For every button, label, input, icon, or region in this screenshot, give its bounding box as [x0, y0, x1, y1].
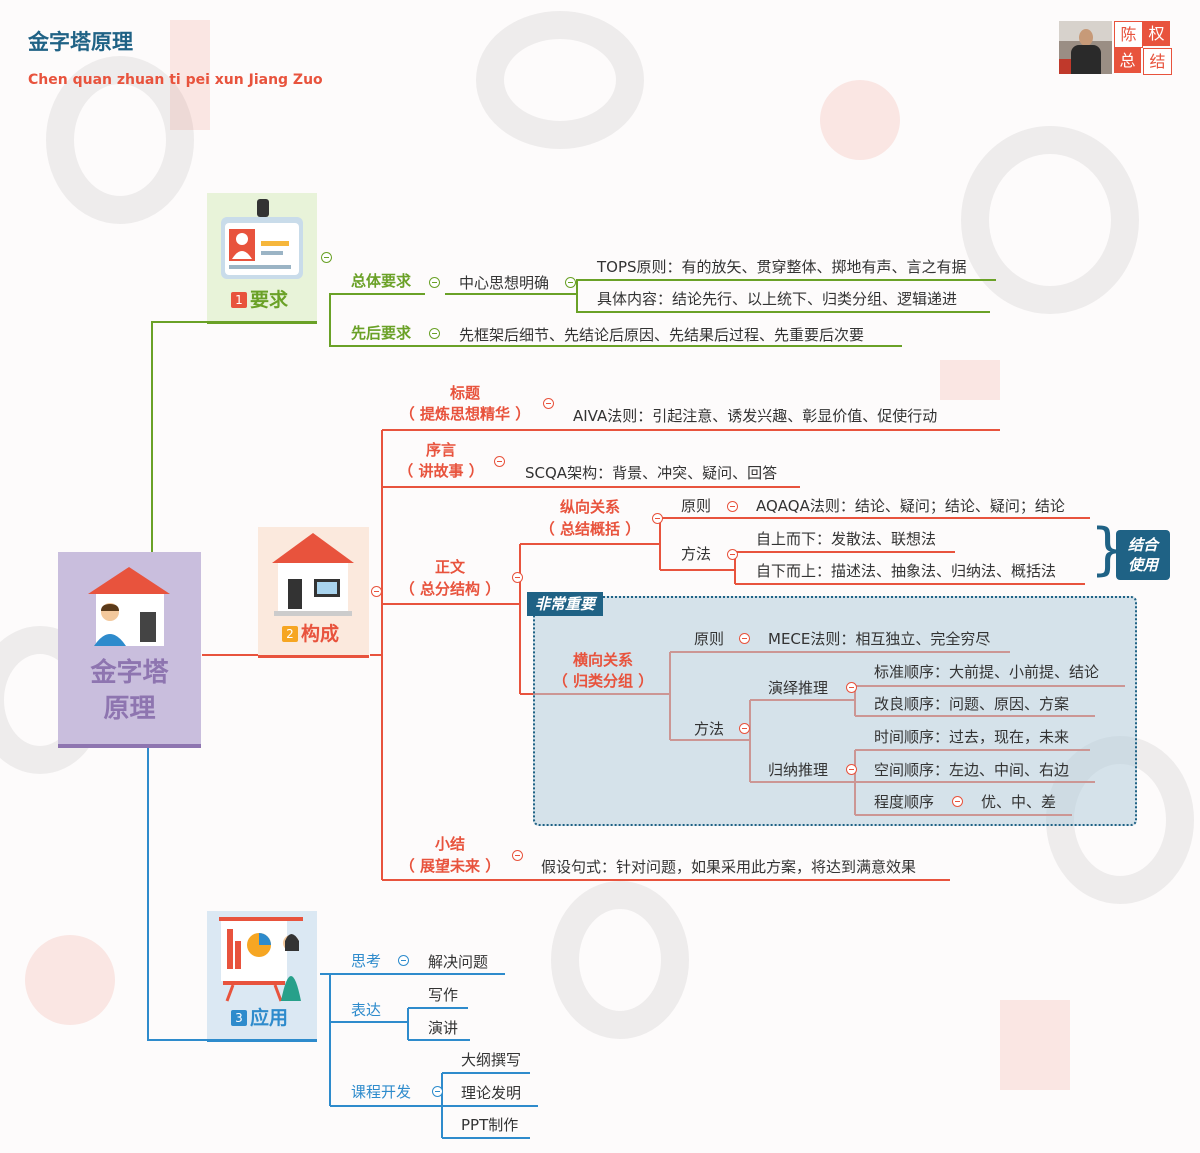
theory-invention[interactable]: 理论发明 — [461, 1084, 522, 1102]
preface-node-line1[interactable]: 序言 — [425, 441, 456, 459]
degree-order-values[interactable]: 优、中、差 — [981, 793, 1057, 811]
very-important-box — [533, 596, 1137, 826]
solve-problem[interactable]: 解决问题 — [428, 953, 489, 971]
author-char-3: 总 — [1114, 48, 1141, 73]
collapse-toggle-induction[interactable] — [846, 764, 857, 775]
author-photo — [1059, 21, 1112, 74]
collapse-toggle-vertical[interactable] — [652, 513, 663, 524]
branch-requirements[interactable]: 1 要求 — [207, 193, 317, 324]
body-node-line1[interactable]: 正文 — [434, 558, 465, 576]
root-title-line2: 原理 — [103, 694, 156, 724]
collapse-toggle-composition[interactable] — [371, 586, 382, 597]
deduction-label[interactable]: 演绎推理 — [768, 679, 829, 697]
horizontal-principle-label[interactable]: 原则 — [694, 630, 725, 648]
outline-writing[interactable]: 大纲撰写 — [461, 1051, 522, 1069]
space-order[interactable]: 空间顺序：左边、中间、右边 — [874, 761, 1070, 779]
think-label[interactable]: 思考 — [351, 952, 382, 970]
title-node-line2[interactable]: （ 提炼思想精华 ） — [399, 405, 531, 423]
course-development-label[interactable]: 课程开发 — [351, 1083, 412, 1101]
vertical-method-label[interactable]: 方法 — [681, 545, 712, 563]
page-title: 金字塔原理 — [28, 30, 133, 54]
branch-number-badge: 1 — [231, 292, 247, 308]
vertical-principle-label[interactable]: 原则 — [681, 497, 712, 515]
body-node-line2[interactable]: （ 总分结构 ） — [399, 580, 501, 598]
writing[interactable]: 写作 — [428, 986, 459, 1004]
collapse-toggle-vertical-method[interactable] — [727, 549, 738, 560]
collapse-toggle-deduction[interactable] — [846, 682, 857, 693]
improved-order[interactable]: 改良顺序：问题、原因、方案 — [874, 695, 1070, 713]
hypothesis-sentence[interactable]: 假设句式：针对问题，如果采用此方案，将达到满意效果 — [541, 858, 917, 876]
house-icon — [272, 533, 354, 616]
induction-label[interactable]: 归纳推理 — [768, 761, 829, 779]
degree-order[interactable]: 程度顺序 — [874, 793, 935, 811]
speech[interactable]: 演讲 — [428, 1019, 459, 1037]
author-char-4: 结 — [1143, 48, 1172, 75]
root-title-line1: 金字塔 — [90, 658, 169, 688]
bottom-up-method[interactable]: 自下而上：描述法、抽象法、归纳法、概括法 — [756, 562, 1057, 580]
collapse-toggle-vertical-principle[interactable] — [727, 501, 738, 512]
collapse-toggle-general[interactable] — [429, 277, 440, 288]
horizontal-node-line1[interactable]: 横向关系 — [572, 651, 633, 669]
specific-content[interactable]: 具体内容：结论先行、以上统下、归类分组、逻辑递进 — [597, 290, 958, 308]
branch-composition[interactable]: 2 构成 — [258, 527, 369, 658]
horizontal-node-line2[interactable]: （ 归类分组 ） — [552, 672, 654, 690]
vertical-node-line2[interactable]: （ 总结概括 ） — [539, 520, 641, 538]
branch-application[interactable]: 3 应用 — [207, 911, 317, 1042]
aqaqa-rule[interactable]: AQAQA法则：结论、疑问；结论、疑问；结论 — [756, 497, 1065, 515]
ppt-making[interactable]: PPT制作 — [461, 1116, 519, 1134]
vertical-node-line1[interactable]: 纵向关系 — [559, 498, 620, 516]
scqa-framework[interactable]: SCQA架构：背景、冲突、疑问、回答 — [525, 464, 778, 482]
collapse-toggle-horizontal-principle[interactable] — [739, 633, 750, 644]
collapse-toggle-degree[interactable] — [952, 796, 963, 807]
preface-node-line2[interactable]: （ 讲故事 ） — [398, 462, 484, 480]
horizontal-method-label[interactable]: 方法 — [694, 720, 725, 738]
tops-principle[interactable]: TOPS原则：有的放矢、贯穿整体、掷地有声、言之有据 — [597, 258, 967, 276]
mece-rule[interactable]: MECE法则：相互独立、完全穷尽 — [768, 630, 991, 648]
branch-label: 构成 — [301, 623, 340, 645]
general-requirement-label[interactable]: 总体要求 — [351, 272, 412, 290]
summary-node-line2[interactable]: （ 展望未来 ） — [399, 857, 501, 875]
collapse-toggle-course[interactable] — [432, 1086, 443, 1097]
page-subtitle: Chen quan zhuan ti pei xun Jiang Zuo — [28, 72, 323, 88]
house-person-icon — [88, 567, 170, 646]
order-requirement-label[interactable]: 先后要求 — [351, 324, 412, 342]
author-char-1: 陈 — [1114, 21, 1143, 48]
presenter-icon — [219, 917, 303, 1002]
standard-order[interactable]: 标准顺序：大前提、小前提、结论 — [874, 663, 1100, 681]
express-label[interactable]: 表达 — [351, 1001, 382, 1019]
time-order[interactable]: 时间顺序：过去，现在，未来 — [874, 728, 1070, 746]
combine-use-tag: 结合 使用 — [1116, 530, 1170, 580]
title-node-line1[interactable]: 标题 — [449, 384, 480, 402]
branch-number-badge: 3 — [231, 1010, 247, 1026]
root-node[interactable]: 金字塔 原理 — [58, 552, 201, 748]
collapse-toggle-think[interactable] — [398, 955, 409, 966]
top-down-method[interactable]: 自上而下：发散法、联想法 — [756, 530, 937, 548]
branch-label: 要求 — [250, 289, 289, 311]
very-important-tag: 非常重要 — [527, 592, 604, 616]
id-badge-icon — [221, 199, 303, 279]
author-badge: 陈 权 总 结 — [1059, 21, 1172, 75]
collapse-toggle-preface[interactable] — [494, 456, 505, 467]
branch-number-badge: 2 — [282, 626, 298, 642]
branch-label: 应用 — [250, 1007, 289, 1029]
central-idea-node[interactable]: 中心思想明确 — [459, 274, 550, 292]
collapse-toggle-order[interactable] — [429, 328, 440, 339]
collapse-toggle-title[interactable] — [543, 398, 554, 409]
collapse-toggle-body[interactable] — [512, 572, 523, 583]
collapse-toggle-requirements[interactable] — [321, 252, 332, 263]
summary-node-line1[interactable]: 小结 — [434, 835, 465, 853]
collapse-toggle-horizontal-method[interactable] — [739, 723, 750, 734]
order-requirement-text[interactable]: 先框架后细节、先结论后原因、先结果后过程、先重要后次要 — [459, 326, 865, 344]
collapse-toggle-summary[interactable] — [512, 850, 523, 861]
author-char-2: 权 — [1143, 21, 1170, 46]
aiva-rule[interactable]: AIVA法则：引起注意、诱发兴趣、彰显价值、促使行动 — [573, 407, 938, 425]
collapse-toggle-central[interactable] — [565, 277, 576, 288]
